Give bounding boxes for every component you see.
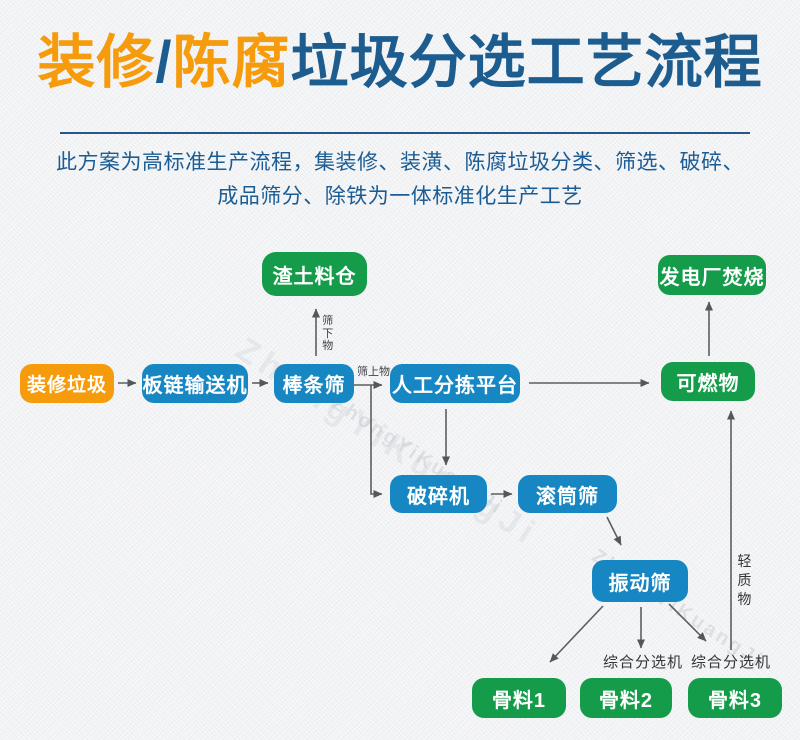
node-aggregate-2: 骨料2	[580, 678, 672, 718]
label-screen-underflow: 筛下物	[322, 315, 334, 352]
node-crusher: 破碎机	[390, 475, 487, 513]
label-screen-overflow: 筛上物	[357, 366, 390, 378]
page-title: 装修/陈腐垃圾分选工艺流程	[0, 28, 800, 98]
node-residue-soil-silo: 渣土料仓	[262, 252, 367, 296]
title-part-aged: 陈腐	[172, 30, 291, 95]
title-divider	[60, 132, 750, 134]
node-trommel-screen: 滚筒筛	[518, 475, 617, 513]
node-vibrating-screen: 振动筛	[592, 560, 688, 602]
label-light-material: 轻质物	[737, 553, 752, 607]
subtitle-line-2: 成品筛分、除铁为一体标准化生产工艺	[217, 185, 583, 208]
node-aggregate-1: 骨料1	[472, 678, 566, 718]
node-combustibles: 可燃物	[661, 362, 755, 401]
node-power-plant-incineration: 发电厂焚烧	[658, 255, 766, 295]
title-slash: /	[155, 30, 173, 95]
title-part-renovation: 装修	[37, 30, 156, 95]
subtitle-line-1: 此方案为高标准生产流程，集装修、装潢、陈腐垃圾分类、筛选、破碎、	[56, 151, 744, 174]
arrow-vibrating-to-aggregate3	[668, 603, 707, 642]
node-renovation-waste: 装修垃圾	[20, 364, 114, 403]
arrow-vibrating-to-aggregate1	[549, 605, 604, 663]
arrow-overflow-to-crusher	[370, 385, 383, 498]
node-manual-sorting-platform: 人工分拣平台	[390, 364, 520, 403]
label-combined-separator-left: 综合分选机	[603, 654, 684, 671]
node-plate-chain-conveyor: 板链输送机	[142, 364, 248, 403]
title-part-rest: 垃圾分选工艺流程	[290, 30, 763, 95]
label-combined-separator-right: 综合分选机	[691, 654, 772, 671]
arrow-trommel-to-vibrating	[606, 516, 622, 546]
subtitle: 此方案为高标准生产流程，集装修、装潢、陈腐垃圾分类、筛选、破碎、 成品筛分、除铁…	[0, 146, 800, 214]
node-aggregate-3: 骨料3	[688, 678, 782, 718]
node-bar-screen: 棒条筛	[274, 364, 354, 403]
